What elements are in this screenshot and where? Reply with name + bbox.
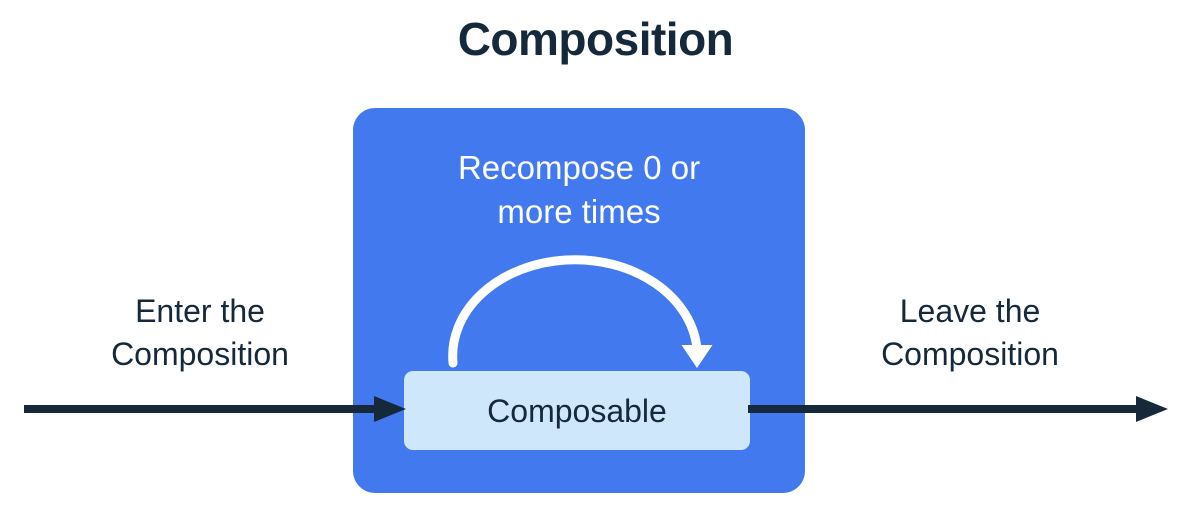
leave-composition-label: Leave the Composition [825,290,1115,376]
arrow-right-icon-enter [24,396,406,422]
arrow-right-icon-leave [748,396,1168,422]
leave-composition-label-line-2: Composition [881,336,1059,372]
composable-box: Composable [404,371,750,450]
curved-loop-arrow-icon [448,255,713,368]
page-title: Composition [457,13,734,65]
leave-composition-label-line-1: Leave the [899,293,1041,329]
composable-label: Composable [487,392,667,429]
recompose-caption: Recompose 0 or more times [373,146,785,234]
recompose-caption-line-2: more times [497,193,661,230]
enter-composition-label-line-1: Enter the [135,293,265,329]
enter-composition-label-line-2: Composition [111,336,289,372]
recompose-caption-line-1: Recompose 0 or [457,149,701,186]
enter-composition-label: Enter the Composition [55,290,345,376]
